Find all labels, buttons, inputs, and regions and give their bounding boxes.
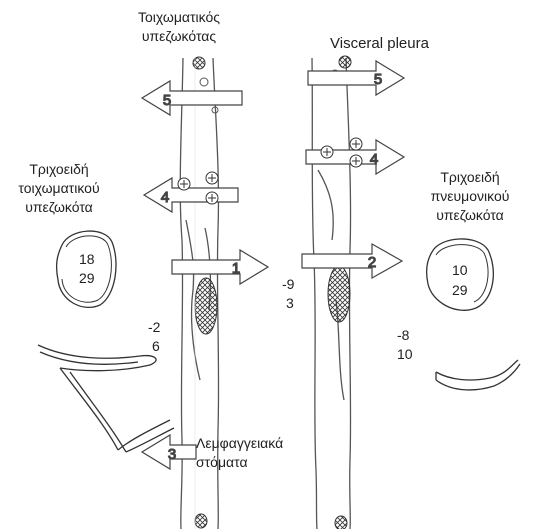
arrow-5-right: 5: [308, 61, 404, 95]
visceral-capillary-value-bottom: 29: [452, 282, 468, 299]
arrow-2: 2: [302, 244, 402, 278]
arrow-5-left: 5: [142, 81, 242, 115]
arrow-4-left: 4: [144, 178, 238, 212]
arrow-3-label: 3: [168, 446, 176, 463]
lymphatic-stomata-label: Λεμφαγγειακά στόματα: [196, 434, 296, 472]
interstitium-right-value-top: -8: [397, 327, 409, 344]
visceral-nucleus-bottom: [335, 516, 347, 529]
interstitium-right-value-bottom: 10: [397, 346, 413, 363]
visceral-capillary-value-top: 10: [452, 262, 468, 279]
parietal-nucleus: [195, 278, 217, 334]
pleural-space-value-bottom: 3: [286, 295, 294, 312]
arrow-4-left-label: 4: [161, 189, 169, 206]
arrow-5-right-label: 5: [374, 71, 382, 88]
parietal-nucleus-bottom: [195, 514, 207, 528]
parietal-capillaries-label: Τριχοειδή τοιχωματικού υπεζωκότα: [0, 160, 118, 217]
arrow-4-right-label: 4: [370, 151, 378, 168]
visceral-lymphatic: [436, 360, 520, 390]
lymphatic-vessel: [38, 345, 174, 452]
parietal-pleura-label: Τοιχωματικός υπεζωκότας: [112, 8, 246, 46]
visceral-nucleus: [328, 266, 350, 322]
arrow-5-left-label: 5: [163, 92, 171, 109]
interstitium-left-value-top: -2: [148, 319, 160, 336]
visceral-nucleus-top: [339, 56, 351, 68]
parietal-capillary-value-top: 18: [79, 251, 95, 268]
parietal-capillary-value-bottom: 29: [79, 270, 95, 287]
arrow-1: 1: [172, 250, 268, 284]
interstitium-left-value-bottom: 6: [152, 338, 160, 355]
visceral-capillaries-label: Τριχοειδή πνευμονικού υπεζωκότα: [414, 168, 526, 225]
visceral-pleura-label: Visceral pleura: [330, 34, 429, 53]
arrow-2-label: 2: [368, 254, 376, 271]
arrow-1-label: 1: [232, 260, 240, 277]
pleural-space-value-top: -9: [282, 276, 294, 293]
